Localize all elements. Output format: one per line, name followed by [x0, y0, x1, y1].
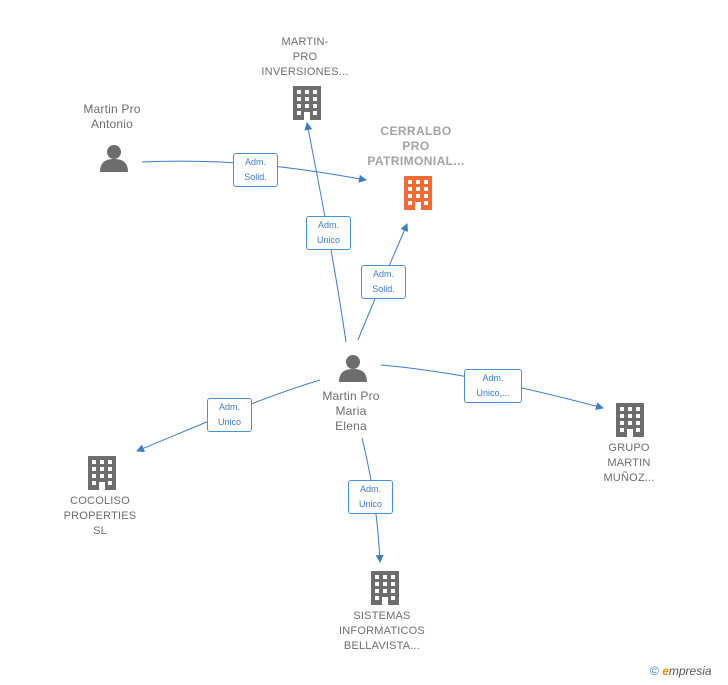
person-icon[interactable] [100, 145, 128, 172]
brand-logo-e: e [662, 664, 669, 678]
copyright-symbol: © [650, 664, 659, 678]
node-label-cocoliso[interactable]: COCOLISO PROPERTIES SL [63, 495, 137, 537]
building-icon[interactable] [616, 403, 644, 437]
copyright-notice: © empresia [650, 664, 712, 678]
edge-label-antonio-cerralbo[interactable]: Adm. Solid. [233, 153, 278, 187]
building-icon[interactable] [293, 86, 321, 120]
node-label-grupo-martin[interactable]: GRUPO MARTIN MUÑOZ... [603, 442, 655, 484]
person-icon[interactable] [339, 355, 367, 382]
brand-name: mpresia [668, 664, 712, 678]
edge-label-elena-grupo[interactable]: Adm. Unico,... [464, 369, 522, 403]
node-label-martin-pro-inversiones[interactable]: MARTIN- PRO INVERSIONES... [261, 36, 349, 78]
building-icon[interactable] [88, 456, 116, 490]
edge-label-elena-cerralbo[interactable]: Adm. Solid. [361, 265, 406, 299]
edge-label-elena-inversiones[interactable]: Adm. Unico [306, 216, 351, 250]
building-icon[interactable] [404, 176, 432, 210]
node-label-sistemas[interactable]: SISTEMAS INFORMATICOS BELLAVISTA... [339, 610, 425, 652]
edge-label-elena-sistemas[interactable]: Adm. Unico [348, 480, 393, 514]
building-icon[interactable] [371, 571, 399, 605]
node-label-cerralbo[interactable]: CERRALBO PRO PATRIMONIAL... [367, 124, 465, 168]
node-label-martin-pro-maria-elena[interactable]: Martin Pro Maria Elena [322, 389, 380, 433]
edge-label-elena-cocoliso[interactable]: Adm. Unico [207, 398, 252, 432]
node-label-martin-pro-antonio[interactable]: Martin Pro Antonio [83, 102, 141, 131]
